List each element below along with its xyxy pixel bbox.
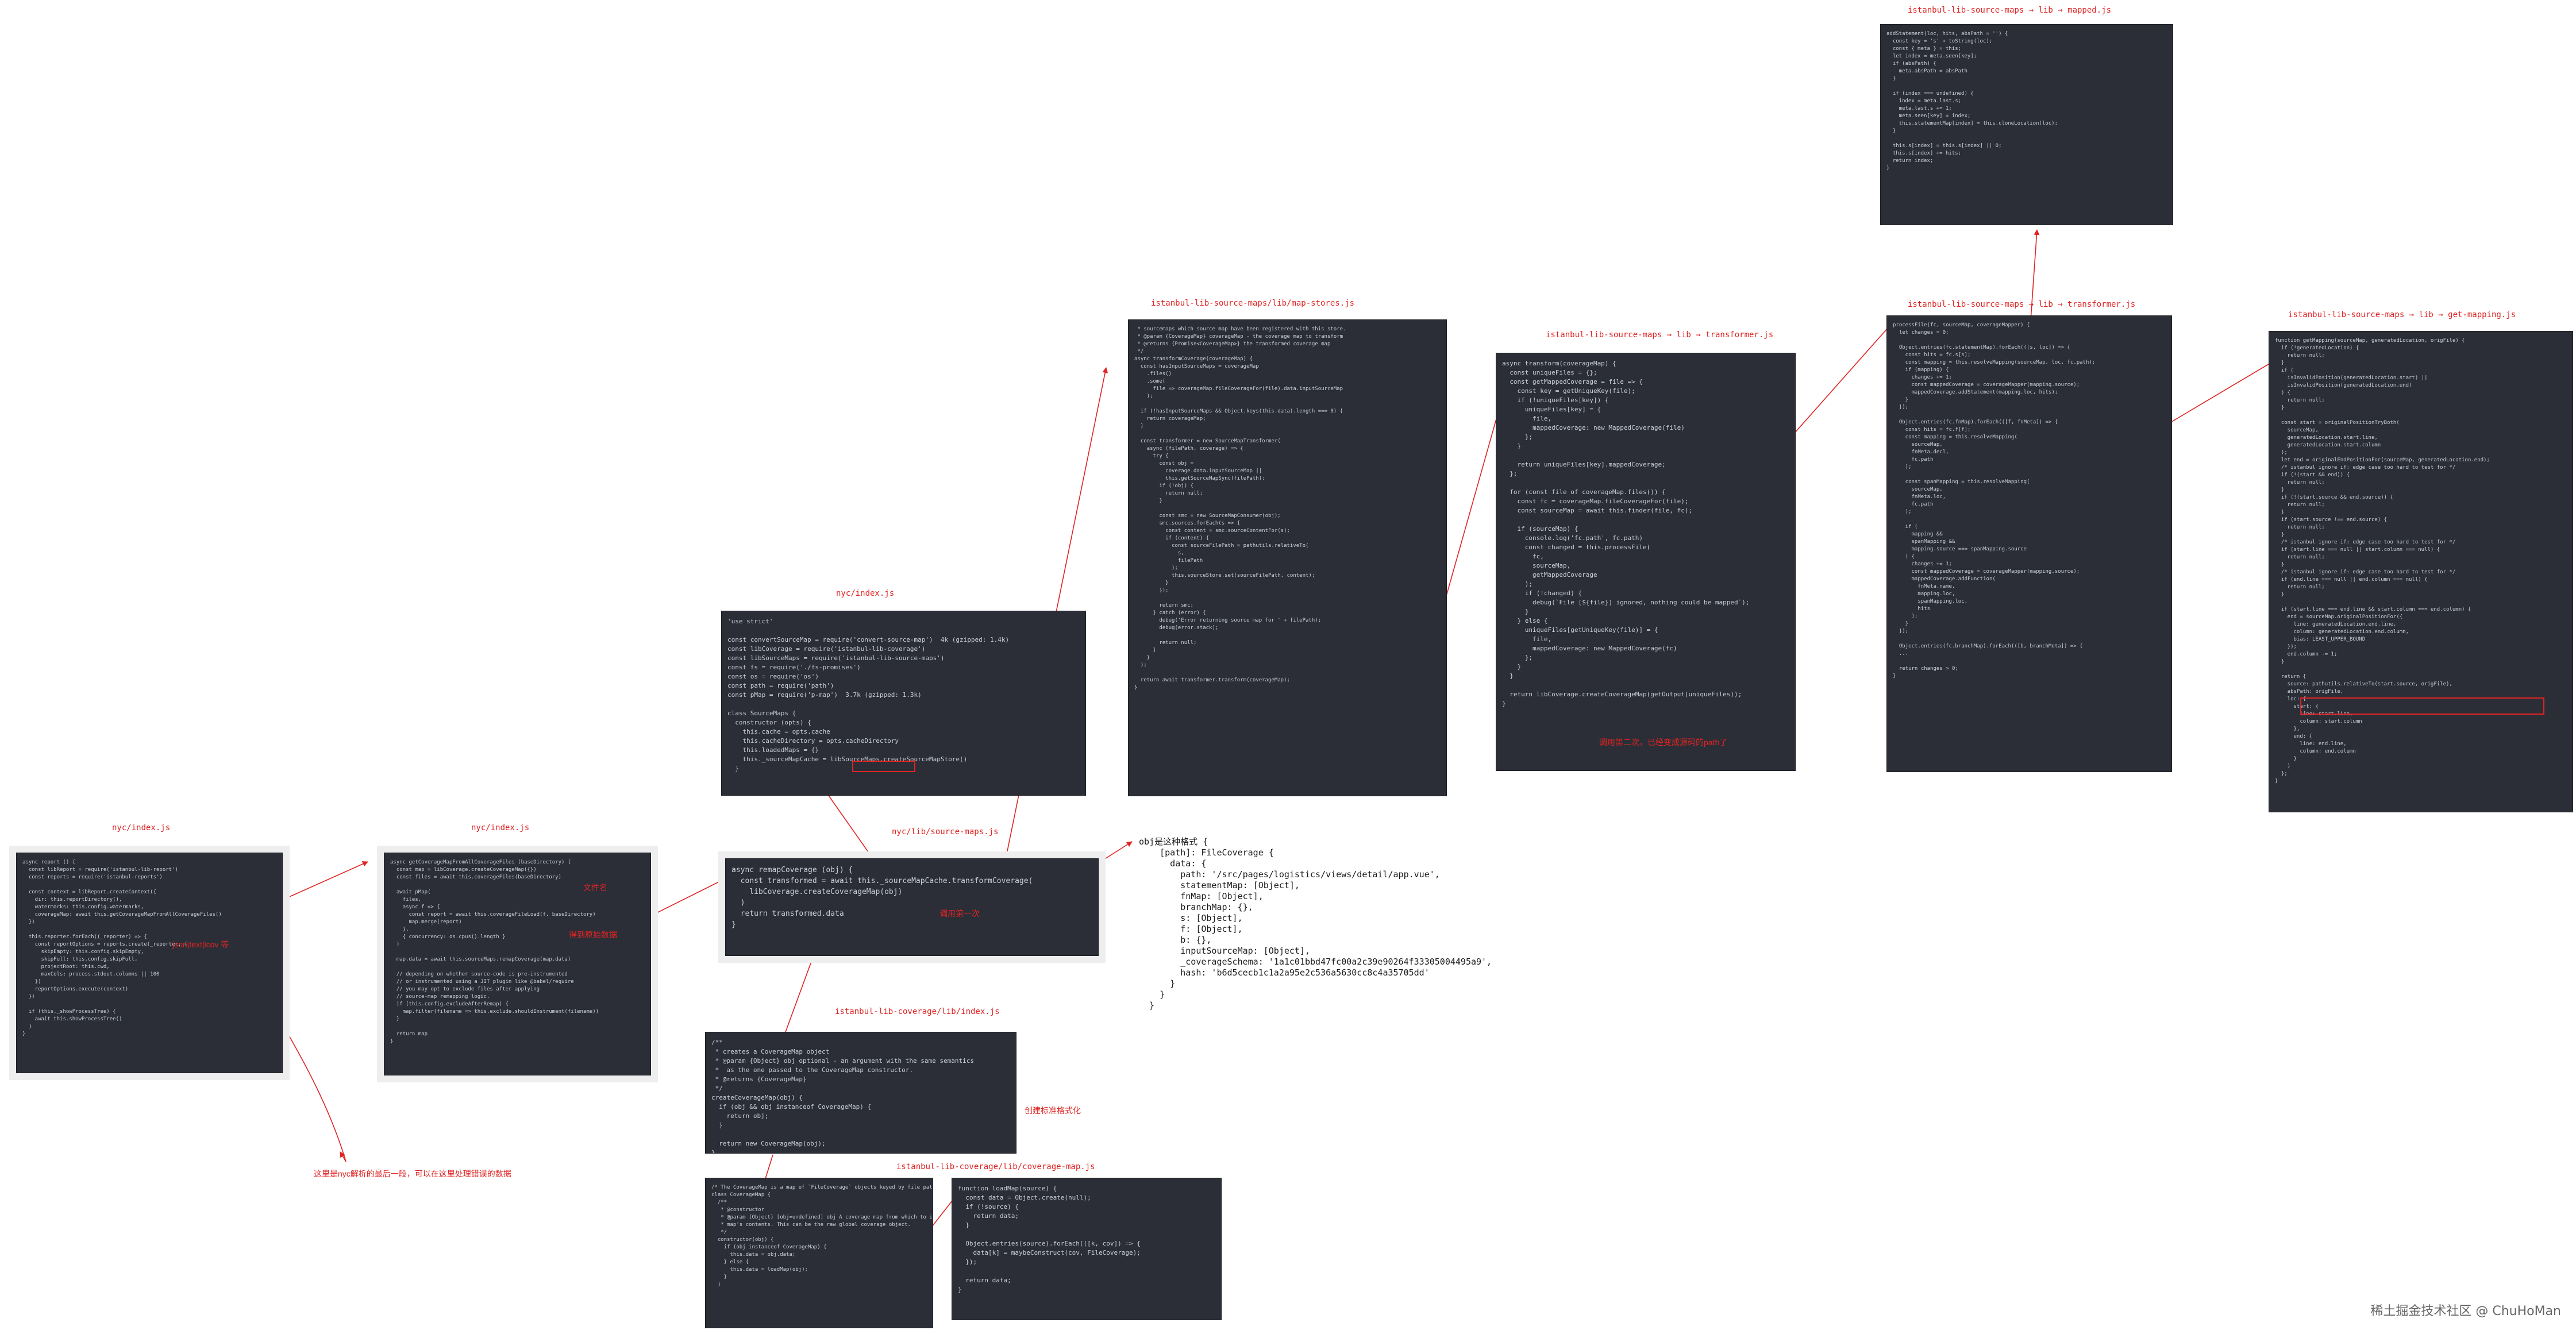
note-second-call: 调用第二次，已经变成源码的path了: [1599, 738, 1728, 747]
code-panel-getcoveragemap: async getCoverageMapFromAllCoverageFiles…: [384, 853, 651, 1075]
title-map-stores: istanbul-lib-source-maps/lib/map-stores.…: [1151, 299, 1355, 308]
object-format-note: obj是这种格式 { [path]: FileCoverage { data: …: [1139, 836, 1492, 1011]
title-lib-coverage-index: istanbul-lib-coverage/lib/index.js: [835, 1007, 1000, 1016]
code-panel-addstatement: addStatement(loc, hits, absPath = '') { …: [1880, 24, 2173, 225]
note-first-call: 调用第一次: [939, 909, 980, 918]
note-reporters: json|text|lcov 等: [172, 940, 229, 949]
code-panel-transform: async transform(coverageMap) { const uni…: [1496, 353, 1796, 771]
title-nyc-index-2: nyc/index.js: [471, 823, 530, 832]
highlight-source-return: [2300, 697, 2544, 715]
code-panel-loadmap: function loadMap(source) { const data = …: [952, 1178, 1222, 1320]
title-nyc-index-1: nyc/index.js: [112, 823, 171, 832]
note-filename: 文件名: [583, 883, 607, 892]
title-transformer-2: istanbul-lib-source-maps → lib → transfo…: [1908, 300, 2136, 309]
code-panel-getmapping: function getMapping(sourceMap, generated…: [2269, 331, 2573, 812]
code-panel-processfile: processFile(fc, sourceMap, coverageMappe…: [1886, 315, 2172, 772]
title-nyc-lib-source-maps: nyc/lib/source-maps.js: [892, 827, 999, 836]
code-panel-sourcemaps-class: 'use strict' const convertSourceMap = re…: [721, 611, 1086, 796]
code-panel-report: async report () { const libReport = requ…: [16, 853, 283, 1073]
note-raw-data: 得到原始数据: [569, 930, 617, 939]
code-report: async report () { const libReport = requ…: [22, 859, 222, 1037]
code-panel-transformcoverage: * sourcemaps which source map have been …: [1128, 319, 1447, 796]
code-processfile: processFile(fc, sourceMap, coverageMappe…: [1893, 322, 2096, 679]
code-getcoveragemap: async getCoverageMapFromAllCoverageFiles…: [390, 859, 599, 1044]
title-coverage-map: istanbul-lib-coverage/lib/coverage-map.j…: [896, 1162, 1095, 1171]
code-remapcoverage: async remapCoverage (obj) { const transf…: [731, 866, 1033, 929]
code-createcoveragemap: /** * creates a CoverageMap object * @pa…: [711, 1039, 974, 1154]
title-mapped: istanbul-lib-source-maps → lib → mapped.…: [1908, 6, 2112, 15]
code-loadmap: function loadMap(source) { const data = …: [958, 1185, 1141, 1293]
title-transformer-1: istanbul-lib-source-maps → lib → transfo…: [1546, 330, 1774, 340]
watermark: 稀土掘金技术社区 @ ChuHoMan: [2370, 1304, 2561, 1318]
code-transform: async transform(coverageMap) { const uni…: [1502, 360, 1750, 707]
title-nyc-index-3: nyc/index.js: [836, 589, 895, 598]
code-panel-createcoveragemap: /** * creates a CoverageMap object * @pa…: [705, 1032, 1016, 1154]
code-coveragemap-class: /* The CoverageMap is a map of `FileCove…: [711, 1185, 933, 1287]
code-panel-coveragemap-class: /* The CoverageMap is a map of `FileCove…: [705, 1178, 933, 1328]
code-sourcemaps-class: 'use strict' const convertSourceMap = re…: [727, 618, 1010, 772]
code-panel-remapcoverage: async remapCoverage (obj) { const transf…: [725, 858, 1099, 956]
note-standard-format: 创建标准格式化: [1025, 1106, 1081, 1115]
title-get-mapping: istanbul-lib-source-maps → lib → get-map…: [2288, 310, 2516, 319]
code-transformcoverage: * sourcemaps which source map have been …: [1134, 326, 1346, 691]
code-getmapping: function getMapping(sourceMap, generated…: [2275, 338, 2490, 784]
note-last-stage: 这里是nyc解析的最后一段，可以在这里处理错误的数据: [314, 1169, 511, 1178]
highlight-sourcemapcache: [852, 761, 915, 772]
code-addstatement: addStatement(loc, hits, absPath = '') { …: [1886, 31, 2058, 171]
